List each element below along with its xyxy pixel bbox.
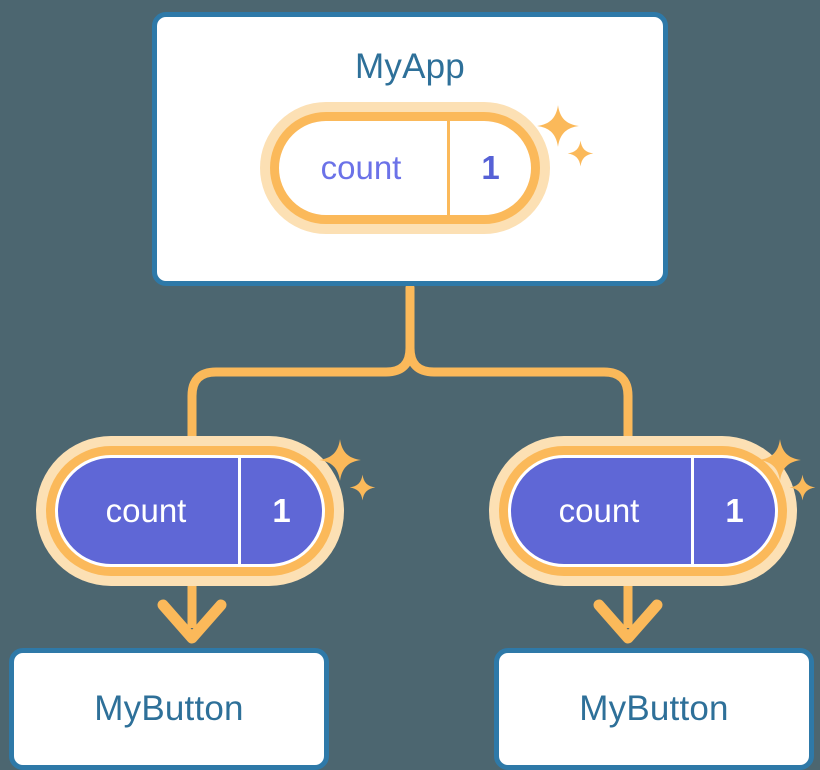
signal-value-right: 1 <box>691 458 775 564</box>
signal-value-left: 1 <box>238 458 322 564</box>
component-title-right: MyButton <box>579 689 729 728</box>
signal-name-right: count <box>558 492 640 529</box>
component-card-mybutton-left[interactable]: MyButton <box>9 648 329 770</box>
signal-pill-root[interactable]: count 1 <box>270 112 540 224</box>
signal-pill-left[interactable]: count 1 <box>55 455 325 567</box>
signal-name-root: count <box>320 149 402 186</box>
signal-name-left: count <box>105 492 187 529</box>
signal-value-root: 1 <box>447 121 531 215</box>
arrow-left-signal-to-button <box>157 578 227 644</box>
page-title: MyApp <box>355 47 465 86</box>
component-title-left: MyButton <box>94 689 244 728</box>
connector-root-to-right <box>405 283 633 525</box>
arrow-right-signal-to-button <box>593 578 663 644</box>
signal-pill-right[interactable]: count 1 <box>508 455 778 567</box>
component-card-mybutton-right[interactable]: MyButton <box>494 648 814 770</box>
